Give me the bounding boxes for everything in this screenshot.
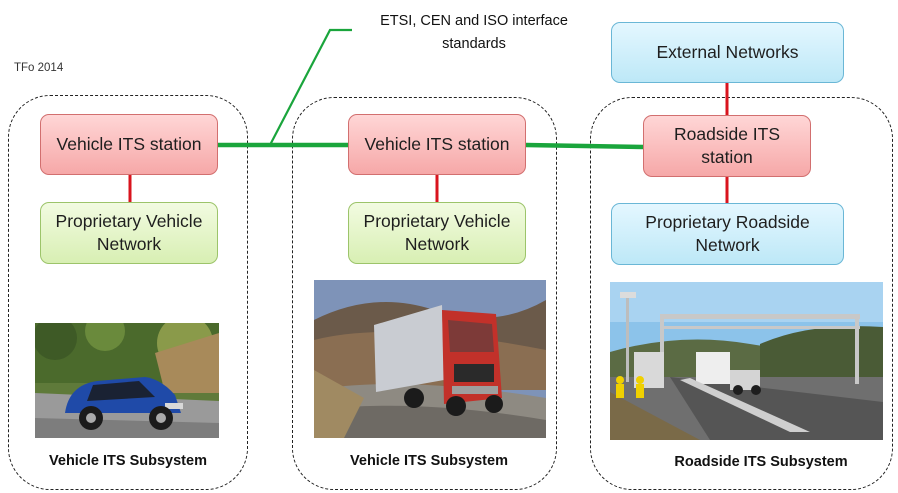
truck-photo (314, 280, 546, 438)
proprietary-vehicle-network-left: Proprietary Vehicle Network (40, 202, 218, 264)
vehicle-its-station-left: Vehicle ITS station (40, 114, 218, 175)
credit-text: TFo 2014 (14, 62, 64, 74)
vehicle-its-station-middle: Vehicle ITS station (348, 114, 526, 175)
proprietary-roadside-network: Proprietary Roadside Network (611, 203, 844, 265)
external-networks-box: External Networks (611, 22, 844, 83)
interface-standards-callout: ETSI, CEN and ISO interface standards (380, 13, 568, 53)
roadside-its-subsystem (590, 97, 893, 490)
subsystem-label-left: Vehicle ITS Subsystem (49, 453, 207, 469)
roadside-its-station: Roadside ITS station (643, 115, 811, 177)
roadside-gantry-photo (610, 282, 883, 440)
subsystem-label-right: Roadside ITS Subsystem (674, 454, 848, 470)
subsystem-label-middle: Vehicle ITS Subsystem (350, 453, 508, 469)
vehicle-its-subsystem-left (8, 95, 248, 490)
vehicle-its-subsystem-middle (292, 97, 557, 490)
car-photo (35, 323, 219, 438)
proprietary-vehicle-network-middle: Proprietary Vehicle Network (348, 202, 526, 264)
